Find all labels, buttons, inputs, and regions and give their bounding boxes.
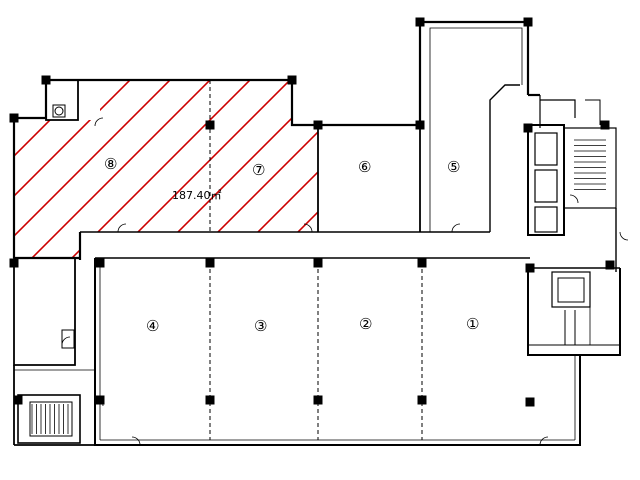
area-label: 187.40㎡ [172,189,222,202]
column [313,120,323,130]
outer-walls [12,20,540,260]
column [417,258,427,268]
column [313,395,323,405]
unit-label-u4: ④ [146,317,159,335]
column [13,395,23,405]
column [415,17,425,27]
unit-label-u7: ⑦ [252,161,265,179]
column [205,395,215,405]
column [205,258,215,268]
column [9,113,19,123]
hatch-line [219,80,318,258]
top-left-shaft [45,79,79,121]
unit-label-u8: ⑧ [104,155,117,173]
column [605,260,615,270]
right-core [527,95,621,356]
column [415,120,425,130]
column [523,123,533,133]
unit-label-u3: ③ [254,317,267,335]
hatch-line [179,80,318,258]
hatch-line [14,80,181,258]
column [287,75,297,85]
column [523,17,533,27]
hatch-line [14,80,141,258]
unit-label-u1: ① [466,315,479,333]
hatch-line [19,80,221,258]
column [95,395,105,405]
column [417,395,427,405]
column [95,258,105,268]
column [9,258,19,268]
column [205,120,215,130]
lower-hall [94,257,581,446]
column [525,397,535,407]
unit-label-u2: ② [359,315,372,333]
unit-label-u6: ⑥ [358,158,371,176]
column [313,258,323,268]
hatched-area [14,80,318,258]
left-service-block [13,258,95,446]
column [600,120,610,130]
hatch-line [99,80,301,258]
column [41,75,51,85]
upper-room-dividers [209,27,523,232]
hatch-line [299,80,318,258]
hatch-line [139,80,318,258]
hatch-line [59,80,261,258]
unit-label-u5: ⑤ [447,158,460,176]
hatch-line [14,80,21,258]
structural-columns [9,17,615,407]
column [525,263,535,273]
door-swings [61,117,629,446]
